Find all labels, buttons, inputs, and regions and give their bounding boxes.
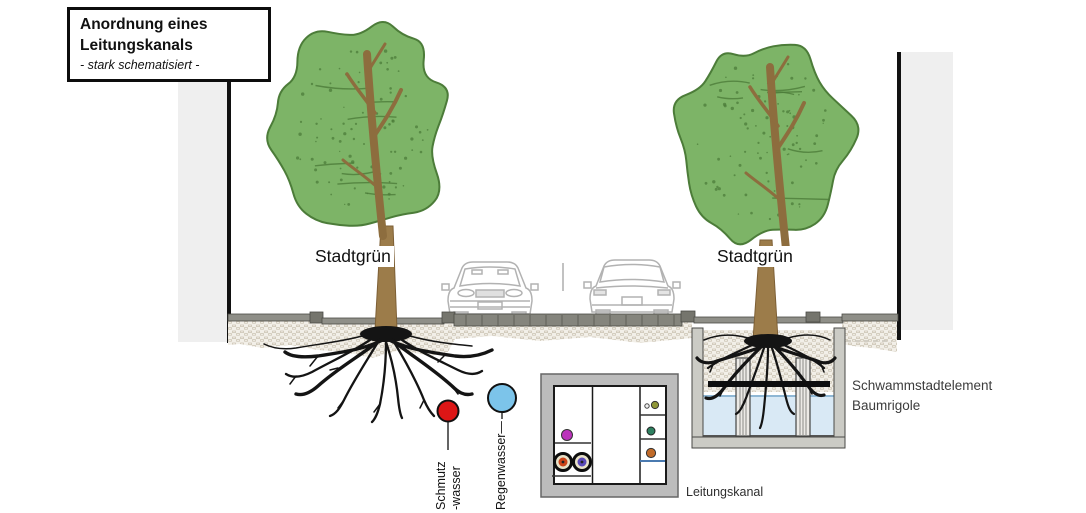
telecom-pipe [561,429,573,441]
small-cable [644,403,650,409]
curb-stone [441,311,456,324]
curb-stone [309,311,324,324]
infiltration-columns [735,357,811,437]
title-subtitle: - stark schematisiert - [80,57,200,72]
roadway [453,313,683,327]
title-line-2: Leitungskanals [80,36,193,54]
sewage-line-2: -wasser [449,466,463,510]
cable-orange [645,447,657,459]
utility-duct-box [540,373,679,498]
right-building [897,52,953,340]
car-front-view [441,261,539,318]
sewage-line-1: Schmutz [434,461,448,510]
left-root-system [263,326,494,424]
left-wall-line [227,81,231,343]
label-rainwater: Regenwasser— [494,421,508,510]
rainwater-dot [487,383,517,413]
car-rear-view [583,259,681,316]
rigole-cover-bar [708,381,830,387]
curb-stone [680,310,696,323]
branches [341,42,403,240]
label-sponge-element: Schwammstadtelement Baumrigole [852,376,992,417]
label-left-tree: Stadtgrün [312,246,394,267]
cable-teal [646,426,656,436]
label-sewage: Schmutz -wasser [434,446,466,510]
right-tree-illustration [672,43,860,253]
retained-water [703,396,834,436]
sewage-water-dot [436,399,460,423]
left-building [178,80,231,343]
foliage-blob [266,20,449,227]
right-root-system [695,334,837,430]
heat-pipes [553,452,592,472]
sponge-element-line-2: Baumrigole [852,398,921,414]
cable-olive [650,400,660,410]
left-tree-trunk [374,225,398,331]
left-tree-illustration [266,20,449,240]
subbase-hatch [228,318,897,358]
foliage-blob [672,43,860,246]
legend [436,383,517,450]
label-right-tree: Stadtgrün [714,246,796,267]
right-wall-line [897,52,901,340]
branches [744,55,806,253]
duct-dividers [591,386,641,484]
sponge-element-line-1: Schwammstadtelement [852,378,993,393]
paving-joints [465,315,675,326]
title-box: Anordnung eines Leitungskanals - stark s… [67,7,271,82]
title-line-1: Anordnung eines [80,16,208,33]
curb-stone [805,311,821,323]
label-duct: Leitungskanal [686,485,764,499]
